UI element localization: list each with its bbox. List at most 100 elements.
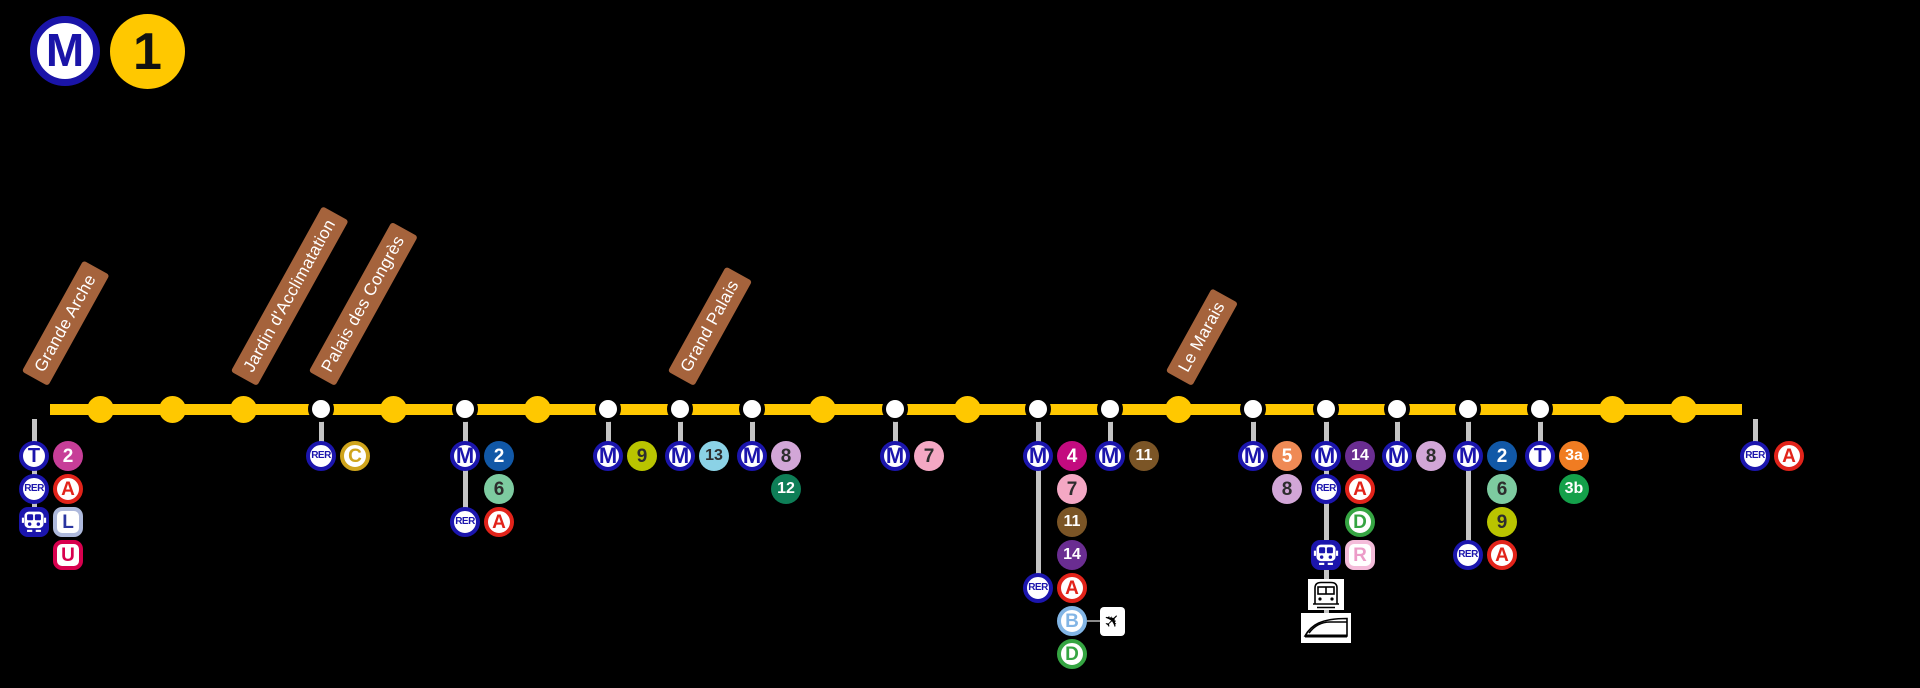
badge-label: 4 — [1066, 445, 1078, 467]
badge-m: M — [880, 441, 910, 471]
badge-t3b: 3b — [1559, 474, 1589, 504]
badge-label: M — [885, 443, 905, 468]
badge-m9: 9 — [1487, 507, 1517, 537]
badge-m: M — [1238, 441, 1268, 471]
badge-label: 7 — [1066, 478, 1078, 500]
badge-label: A — [1495, 544, 1509, 566]
badge-m5: 5 — [1272, 441, 1302, 471]
badge-label: A — [1782, 445, 1796, 467]
badge-label: A — [61, 478, 75, 500]
station-connector — [749, 419, 755, 456]
metro-logo-letter: M — [45, 24, 85, 76]
badge-label: U — [61, 544, 75, 566]
landmark-label: Le Marais — [1165, 288, 1239, 386]
badge-t: T — [1525, 441, 1555, 471]
badge-label: 3a — [1565, 447, 1583, 464]
station-dot — [86, 395, 114, 423]
badge-label: M — [670, 443, 690, 468]
interchange-station-dot — [667, 396, 693, 422]
badge-label: M — [1100, 443, 1120, 468]
badge-r: R — [1345, 540, 1375, 570]
station-dot — [953, 395, 981, 423]
interchange-station-dot — [1527, 396, 1553, 422]
badge-label: M — [1028, 443, 1048, 468]
badge-label: M — [742, 443, 762, 468]
station-dot — [1164, 395, 1192, 423]
badge-label: M — [455, 443, 475, 468]
badge-l: L — [53, 507, 83, 537]
station-connector — [1323, 419, 1329, 628]
interchange-station-dot — [308, 396, 334, 422]
badge-label: RER — [1458, 549, 1478, 560]
badge-label: M — [1387, 443, 1407, 468]
badge-m6: 6 — [484, 474, 514, 504]
interchange-station-dot — [595, 396, 621, 422]
badge-label: RER — [1028, 582, 1048, 593]
badge-label: 11 — [1135, 447, 1153, 464]
badge-u: U — [53, 540, 83, 570]
badge-label: T — [1533, 445, 1547, 467]
badge-label: D — [1065, 643, 1079, 665]
badge-m4: 4 — [1057, 441, 1087, 471]
badge-label: 8 — [1425, 445, 1437, 467]
badge-m: M — [665, 441, 695, 471]
badge-label: RER — [24, 483, 44, 494]
badge-label: 2 — [493, 445, 505, 467]
badge-m7: 7 — [1057, 474, 1087, 504]
badge-train — [19, 507, 49, 537]
interchange-station-dot — [1455, 396, 1481, 422]
badge-rer-a: A — [1057, 573, 1087, 603]
station-connector — [677, 419, 683, 456]
landmark-label: Grande Arche — [21, 260, 110, 386]
badge-train — [1311, 540, 1341, 570]
transilien-train-icon — [21, 509, 47, 535]
badge-m: M — [1453, 441, 1483, 471]
badge-label: A — [1065, 577, 1079, 599]
badge-rer-d: D — [1057, 639, 1087, 669]
rer-train-icon — [1308, 578, 1344, 610]
badge-label: 3b — [1564, 480, 1584, 497]
badge-rer-d: D — [1345, 507, 1375, 537]
badge-label: 6 — [493, 478, 505, 500]
badge-label: 8 — [1281, 478, 1293, 500]
badge-m2: 2 — [484, 441, 514, 471]
badge-label: 2 — [1496, 445, 1508, 467]
badge-rer: RER — [306, 441, 336, 471]
station-dot — [158, 395, 186, 423]
interchange-station-dot — [1025, 396, 1051, 422]
badge-label: A — [1353, 478, 1367, 500]
badge-label: 14 — [1063, 546, 1081, 563]
badge-label: B — [1065, 610, 1079, 632]
station-dot — [229, 395, 257, 423]
badge-m: M — [1023, 441, 1053, 471]
badge-label: RER — [455, 516, 475, 527]
badge-m: M — [593, 441, 623, 471]
badge-m: M — [1311, 441, 1341, 471]
badge-rer-a: A — [1345, 474, 1375, 504]
badge-label: 12 — [777, 480, 795, 497]
badge-rer-b: B — [1057, 606, 1087, 636]
badge-label: 13 — [705, 447, 723, 464]
badge-label: 6 — [1496, 478, 1508, 500]
badge-rer: RER — [1023, 573, 1053, 603]
interchange-station-dot — [882, 396, 908, 422]
badge-label: T — [27, 445, 41, 467]
badge-label: 14 — [1351, 447, 1369, 464]
landmark-label: Grand Palais — [667, 266, 753, 386]
badge-t: T — [19, 441, 49, 471]
badge-m7: 7 — [914, 441, 944, 471]
badge-label: D — [1353, 511, 1367, 533]
badge-rer-a: A — [484, 507, 514, 537]
badge-m9: 9 — [627, 441, 657, 471]
badge-t3a: 3a — [1559, 441, 1589, 471]
badge-label: 2 — [62, 445, 74, 467]
interchange-station-dot — [452, 396, 478, 422]
station-connector — [1035, 419, 1041, 588]
airplane-link-line — [1087, 620, 1100, 622]
badge-label: M — [1243, 443, 1263, 468]
badge-rer: RER — [1453, 540, 1483, 570]
station-connector — [1537, 419, 1543, 456]
station-connector — [1394, 419, 1400, 456]
badge-rer-c: C — [340, 441, 370, 471]
badge-label: M — [1316, 443, 1336, 468]
